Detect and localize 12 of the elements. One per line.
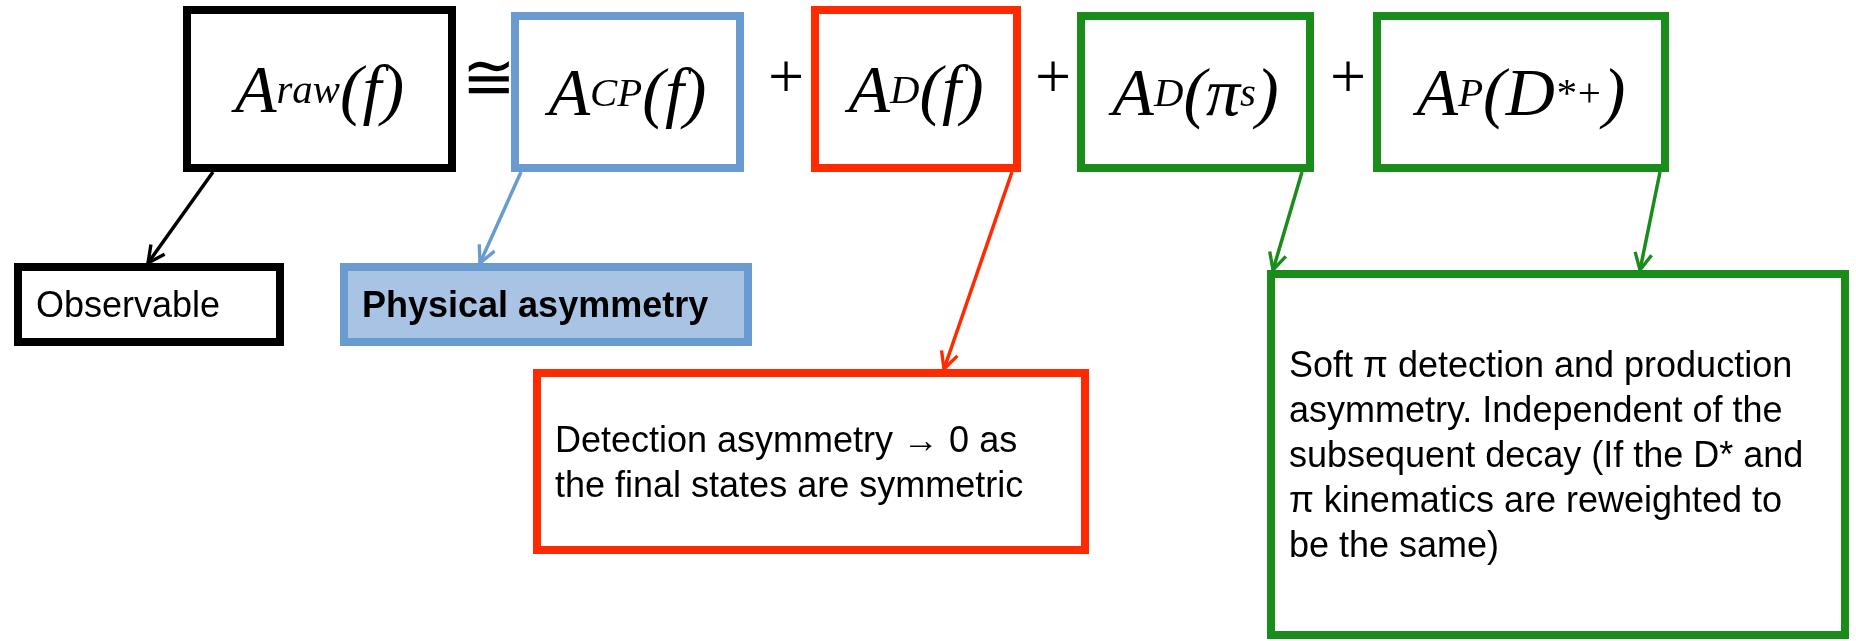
math-operator: + [1330,40,1367,114]
text-box: Soft π detection and production asymmetry. Independent of the subsequent decay (If the D* and π kinematics are reweighted to be the same) [1267,270,1849,639]
math-operator: + [1035,40,1072,114]
math-operator: + [768,40,805,114]
arrow [146,171,215,265]
text-box: Observable [14,263,284,346]
arrow [939,171,1014,371]
arrow [477,171,523,265]
text-box: Detection asymmetry → 0 as the final states are symmetric [533,369,1089,554]
arrow [1633,171,1662,272]
arrow [1268,171,1304,272]
text-box: Physical asymmetry [340,263,752,346]
